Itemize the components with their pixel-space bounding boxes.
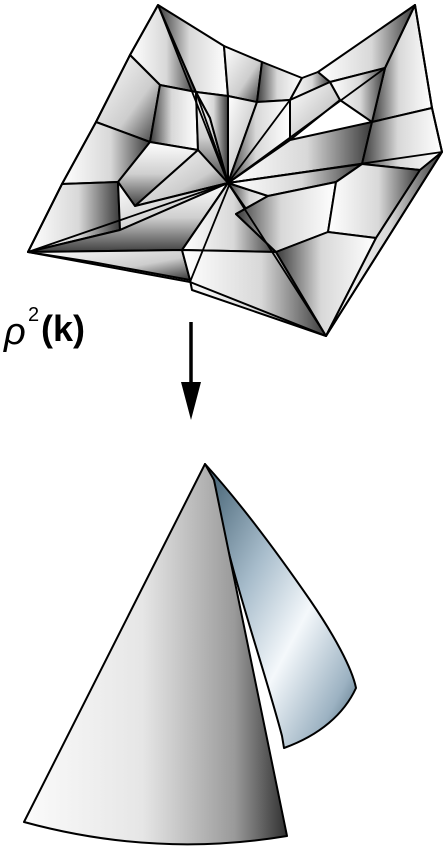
polyhedral-surface — [27, 4, 443, 337]
mapping-label: ρ 2 (k) — [3, 304, 85, 353]
surface-edges — [27, 4, 443, 337]
surface-cell — [27, 249, 191, 281]
rho-symbol: ρ — [3, 311, 26, 353]
surface-cell — [181, 249, 327, 337]
bluish-cone-wedge — [204, 463, 357, 749]
cone-figure — [23, 463, 357, 846]
superscript-2: 2 — [28, 304, 39, 326]
surface-cell — [223, 45, 263, 103]
down-arrow-icon — [181, 322, 201, 420]
large-cone — [23, 463, 288, 846]
argument-k: (k) — [41, 308, 85, 349]
